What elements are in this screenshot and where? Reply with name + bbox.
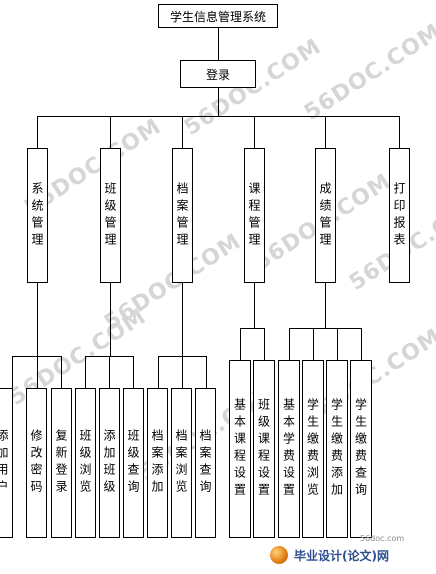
brand-text: 毕业设计(论文)网 [294,548,389,563]
leaf-archive-query: 档案查询 [195,388,216,538]
connector [313,328,314,360]
leaf-archive-add: 档案添加 [147,388,168,538]
connector [218,28,219,60]
module-system: 系统管理 [27,148,48,283]
leaf-fee-query: 学生缴费查询 [350,360,372,538]
connector [110,116,111,148]
connector [206,356,207,388]
root-node: 学生信息管理系统 [158,4,278,28]
connector [158,356,159,388]
brand-site: 56doc.com [360,534,405,543]
connector [337,328,338,360]
connector [61,356,62,388]
connector [399,116,400,148]
connector [85,356,86,388]
connector [37,116,38,148]
leaf-archive-browse: 档案浏览 [171,388,192,538]
connector [240,328,264,329]
login-node: 登录 [180,60,256,88]
module-grade: 成绩管理 [315,148,336,283]
leaf-class-browse: 班级浏览 [75,388,96,538]
connector [182,283,183,356]
connector [110,283,111,356]
leaf-basic-fee-setup: 基本学费设置 [278,360,300,538]
leaf-add-user: 添加用户 [0,388,13,538]
brand-icon [270,546,288,564]
connector [264,328,265,360]
connector [12,356,13,388]
leaf-class-query: 班级查询 [123,388,144,538]
connector [37,283,38,356]
connector [325,116,326,148]
connector [37,356,38,388]
connector [361,328,362,360]
connector [133,356,134,388]
module-course: 课程管理 [244,148,265,283]
leaf-fee-add: 学生缴费添加 [326,360,348,538]
brand-logo: 毕业设计(论文)网 [270,540,434,570]
module-print: 打印报表 [389,148,410,283]
leaf-class-course-setup: 班级课程设置 [253,360,275,538]
connector [218,88,219,116]
connector [254,116,255,148]
leaf-change-password: 修改密码 [26,388,47,538]
connector [240,328,241,360]
connector [109,356,110,388]
leaf-class-add: 添加班级 [99,388,120,538]
leaf-basic-course-setup: 基本课程设置 [229,360,251,538]
connector [182,116,183,148]
module-archive: 档案管理 [172,148,193,283]
connector [325,283,326,328]
connector [289,328,290,360]
connector [37,116,400,117]
leaf-fee-browse: 学生缴费浏览 [302,360,324,538]
module-class: 班级管理 [100,148,121,283]
connector [289,328,361,329]
connector [12,356,61,357]
connector [254,283,255,328]
watermark: 56DOC.COM [300,19,436,126]
connector [182,356,183,388]
leaf-relogin: 复新登录 [51,388,72,538]
